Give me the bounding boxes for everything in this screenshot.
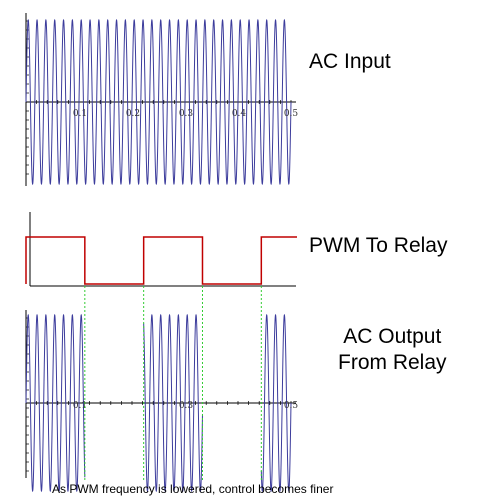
ac-output-ticks (26, 317, 292, 472)
ac-input-tick-label: 0.5 (284, 109, 299, 119)
ac-output-waveform (25, 313, 292, 493)
ac-output-burst (143, 313, 203, 493)
ac-output-panel: 0.1 0.3 0.5 (25, 310, 299, 493)
caption: As PWM frequency is lowered, control bec… (52, 482, 334, 496)
ac-input-panel: 0.1 0.2 0.3 0.4 0.5 (25, 13, 299, 186)
ac-input-tick-label: 0.1 (73, 109, 87, 119)
pwm-panel (25, 212, 297, 287)
ac-input-tick-label: 0.3 (179, 109, 194, 119)
ac-output-tick-label: 0.5 (284, 401, 299, 411)
ac-output-label-line1: AC Output (343, 325, 442, 348)
switching-guide-lines (84, 286, 262, 480)
ac-output-tick-label: 0.3 (179, 401, 194, 411)
ac-input-waveform (25, 18, 292, 186)
ac-output-burst (260, 313, 292, 493)
ac-input-tick-label: 0.4 (232, 109, 247, 119)
ac-output-tick-label: 0.1 (73, 401, 87, 411)
pwm-label: PWM To Relay (309, 234, 448, 257)
ac-input-tick-label: 0.2 (126, 109, 140, 119)
ac-input-label: AC Input (309, 50, 391, 73)
ac-output-burst (25, 313, 86, 493)
ac-output-label: AC Output From Relay (338, 324, 447, 376)
pwm-signal-line (25, 236, 297, 285)
ac-output-label-line2: From Relay (338, 351, 447, 374)
